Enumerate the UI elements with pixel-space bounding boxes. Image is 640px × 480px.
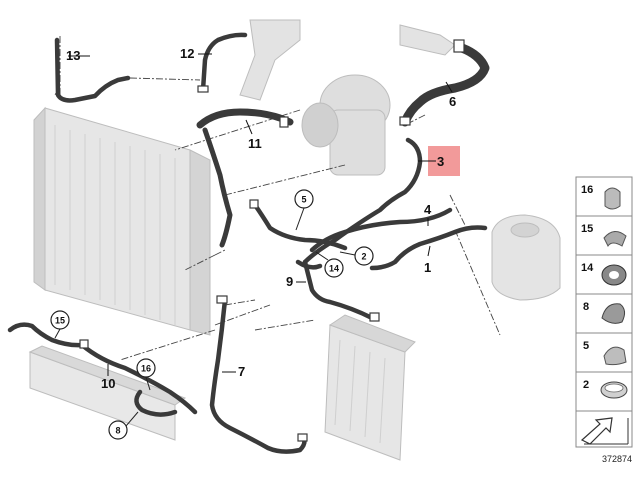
svg-text:2: 2 (583, 379, 589, 391)
callout-6: 6 (449, 94, 456, 109)
hose-1 (369, 225, 488, 271)
circled-callouts: 5 2 14 15 16 8 (50, 189, 374, 440)
callout-15: 15 (50, 310, 70, 339)
svg-text:8: 8 (583, 301, 589, 313)
callout-3: 3 (437, 154, 444, 169)
callout-9: 9 (286, 274, 293, 289)
hose-13 (54, 37, 131, 103)
callout-7: 7 (238, 364, 245, 379)
hose-12 (200, 32, 248, 93)
svg-text:15: 15 (55, 316, 65, 326)
callout-2: 2 (339, 246, 374, 266)
callout-12: 12 (180, 46, 194, 61)
spring-clamp-icon (603, 346, 627, 366)
svg-text:14: 14 (581, 262, 594, 274)
svg-text:16: 16 (581, 184, 593, 196)
callout-8: 8 (108, 411, 139, 440)
direction-arrow-icon (580, 417, 613, 445)
legend-item-2: 2 (575, 371, 633, 412)
clip-icon (604, 187, 621, 210)
callout-10: 10 (101, 376, 115, 391)
legend-item-16: 16 (575, 176, 633, 217)
hose-6 (400, 43, 490, 127)
callout-16: 16 (136, 358, 156, 391)
expansion-tank (491, 214, 561, 301)
hose-5 (252, 202, 348, 251)
legend-item-15: 15 (575, 215, 633, 256)
svg-text:16: 16 (141, 364, 151, 374)
hose-8 (134, 389, 178, 417)
svg-text:8: 8 (115, 426, 120, 436)
svg-text:15: 15 (581, 223, 593, 235)
hose-7 (209, 297, 307, 454)
clamp-icon (603, 231, 627, 247)
callout-1: 1 (424, 260, 431, 275)
callout-5: 5 (294, 189, 314, 231)
parts-legend: 16 15 14 8 5 2 (575, 176, 633, 448)
hose-clamps (79, 39, 465, 442)
hose-11 (196, 108, 294, 129)
callout-14: 14 (315, 251, 344, 278)
turbocharger (239, 19, 456, 176)
radiator (33, 106, 211, 336)
callout-11: 11 (248, 136, 262, 151)
legend-item-5: 5 (575, 332, 633, 373)
legend-item-arrow (575, 410, 633, 448)
callout-4: 4 (424, 202, 432, 217)
svg-text:2: 2 (361, 252, 366, 262)
hose-2 (295, 259, 323, 270)
svg-text:5: 5 (301, 195, 306, 205)
plain-callouts: 13 12 6 11 3 4 1 9 7 10 (66, 46, 456, 391)
hose-10 (79, 342, 198, 415)
diagram-reference-number: 372874 (602, 454, 632, 464)
svg-text:5: 5 (583, 340, 589, 352)
hose-15 (7, 322, 85, 348)
legend-item-14: 14 (575, 254, 633, 295)
hose-clip-icon (601, 303, 626, 324)
hoses (7, 32, 490, 454)
transmission-oil-cooler (324, 314, 416, 461)
hose-9 (302, 259, 375, 321)
radiator-fins (54, 125, 176, 325)
svg-text:14: 14 (329, 264, 339, 274)
legend-item-8: 8 (575, 293, 633, 334)
